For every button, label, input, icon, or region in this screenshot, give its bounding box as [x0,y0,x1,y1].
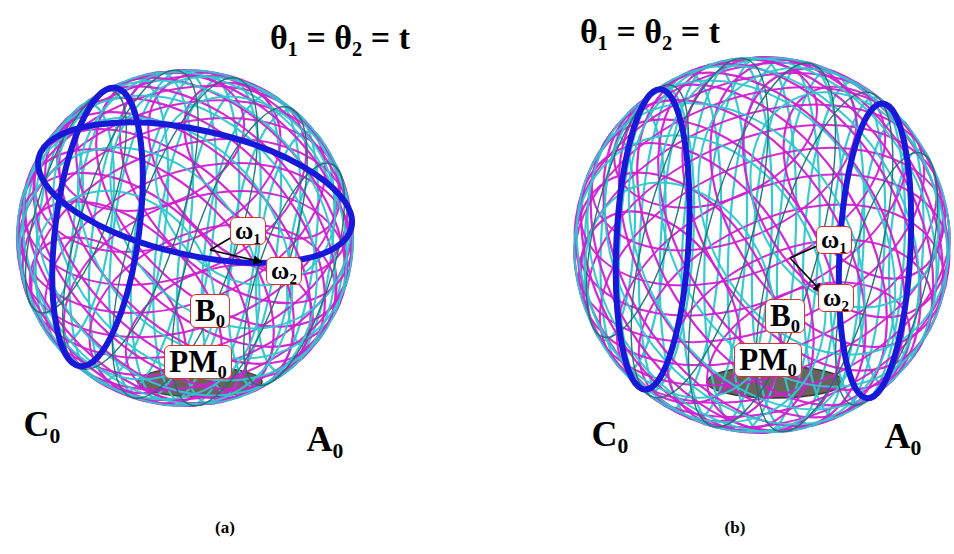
label-box: ω₂ [266,257,302,285]
wire-circle [815,143,954,415]
wire-circle [603,7,954,438]
wire-circle [0,76,381,401]
label-box: PM₀ [734,343,802,378]
wire-circle [548,74,954,436]
wire-circle [0,62,349,460]
label-box: ω₁ [816,226,852,254]
wireframe-sphere [520,3,954,487]
angular-velocity-arrow [210,250,262,262]
blue-path-circle [25,97,365,288]
wire-circle [545,34,946,478]
wire-circle [0,99,309,447]
wire-circle [155,53,370,268]
label-box: ω₂ [818,284,854,312]
wire-circle [520,52,921,483]
panel-tag: (a) [215,519,235,537]
wire-circle [568,3,954,464]
wire-circle [21,15,410,413]
symbol-label: ω₂ [271,258,297,284]
label-box: PM₀ [164,345,232,380]
panel-tag: (b) [725,519,746,537]
wire-circle [0,13,408,439]
symbol-label: B₀ [770,300,800,333]
wire-circle [35,56,226,384]
wireframe-sphere [0,13,410,462]
point-label: C₀ [589,416,632,454]
blue-path-circle [609,87,697,391]
wire-circle [728,79,922,445]
point-label: C₀ [21,406,64,444]
wire-circle [525,91,875,467]
symbol-label: PM₀ [169,346,227,379]
wire-circle [61,29,400,377]
symbol-label: ω₁ [235,218,261,244]
wire-circle [0,155,252,416]
wire-circle [543,10,954,480]
label-box: B₀ [190,294,230,329]
wire-circle [539,54,954,416]
symbol-label: B₀ [195,295,225,328]
point-label: A₀ [882,418,925,456]
label-box: B₀ [765,299,805,334]
wire-circle [0,21,397,456]
label-box: ω₁ [230,217,266,245]
wire-circle [0,37,378,463]
symbol-label: ω₁ [821,227,847,253]
wire-circle [223,152,365,396]
symbol-label: ω₂ [823,285,849,311]
wire-circle [527,26,954,487]
point-label: A₀ [304,421,347,459]
symbol-label: PM₀ [739,344,797,377]
panel-heading: θ₁ = θ₂ = t [580,14,720,50]
angular-velocity-arrow [790,258,822,292]
panel-heading: θ₁ = θ₂ = t [270,20,410,56]
wire-circle [548,149,810,431]
wire-circle [603,45,797,411]
wire-circle [82,62,287,414]
